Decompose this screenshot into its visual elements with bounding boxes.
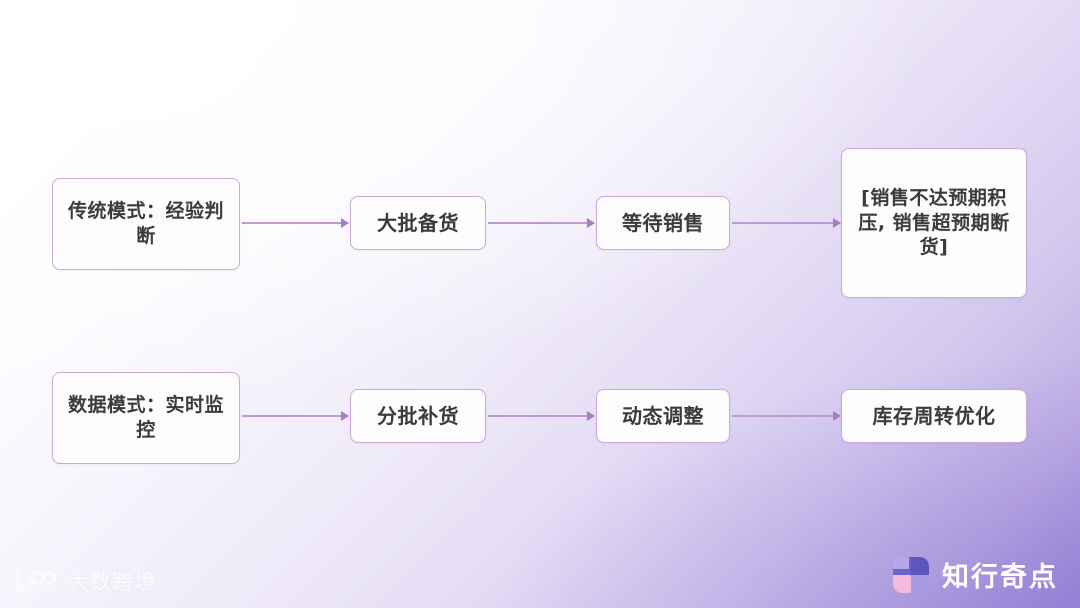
flow-node-label: 库存周转优化: [872, 403, 996, 428]
flow-node-label: 大批备货: [377, 210, 459, 235]
watermark-label: 大数跨境: [67, 570, 157, 594]
brand-label: 知行奇点: [942, 562, 1058, 593]
flow-node-sales-outcome[interactable]: [销售不达预期积压, 销售超预期断货]: [841, 148, 1027, 298]
flow-node-wait-for-sales[interactable]: 等待销售: [596, 196, 730, 250]
arrowhead-icon: [341, 411, 349, 421]
brand-zhixing-qidian: 知行奇点: [893, 555, 1058, 594]
flow-node-label: 分批补货: [377, 403, 459, 428]
connector-traditional-to-bulk: [242, 218, 349, 228]
flow-node-label: [销售不达预期积压, 销售超预期断货]: [858, 186, 1010, 259]
connector-datamode-to-batch: [242, 411, 349, 421]
watermark-dashu-kuajing: 大数跨境: [12, 566, 157, 596]
arrowhead-icon: [587, 411, 595, 421]
flow-node-label: 传统模式：经验判断: [67, 200, 224, 247]
connector-batch-to-dynamic: [488, 411, 595, 421]
flow-node-label: 等待销售: [622, 210, 704, 235]
flow-node-dynamic-adjustment[interactable]: 动态调整: [596, 389, 730, 443]
flow-node-bulk-stocking[interactable]: 大批备货: [350, 196, 486, 250]
flow-node-batch-replenishment[interactable]: 分批补货: [350, 389, 486, 443]
connector-dynamic-to-turnover: [732, 411, 841, 421]
zhixing-qidian-logo-icon: [893, 556, 929, 593]
dashu-kuajing-logo-icon: [12, 568, 58, 594]
arrowhead-icon: [833, 218, 841, 228]
arrowhead-icon: [587, 218, 595, 228]
arrowhead-icon: [341, 218, 349, 228]
flow-node-label: 数据模式：实时监控: [67, 394, 224, 441]
connector-bulk-to-wait: [488, 218, 595, 228]
flow-node-inventory-turnover[interactable]: 库存周转优化: [841, 389, 1027, 443]
flow-node-traditional-mode[interactable]: 传统模式：经验判断: [52, 178, 240, 270]
connector-wait-to-outcome: [732, 218, 841, 228]
flow-node-label: 动态调整: [622, 403, 704, 428]
flow-node-data-mode[interactable]: 数据模式：实时监控: [52, 372, 240, 464]
arrowhead-icon: [833, 411, 841, 421]
